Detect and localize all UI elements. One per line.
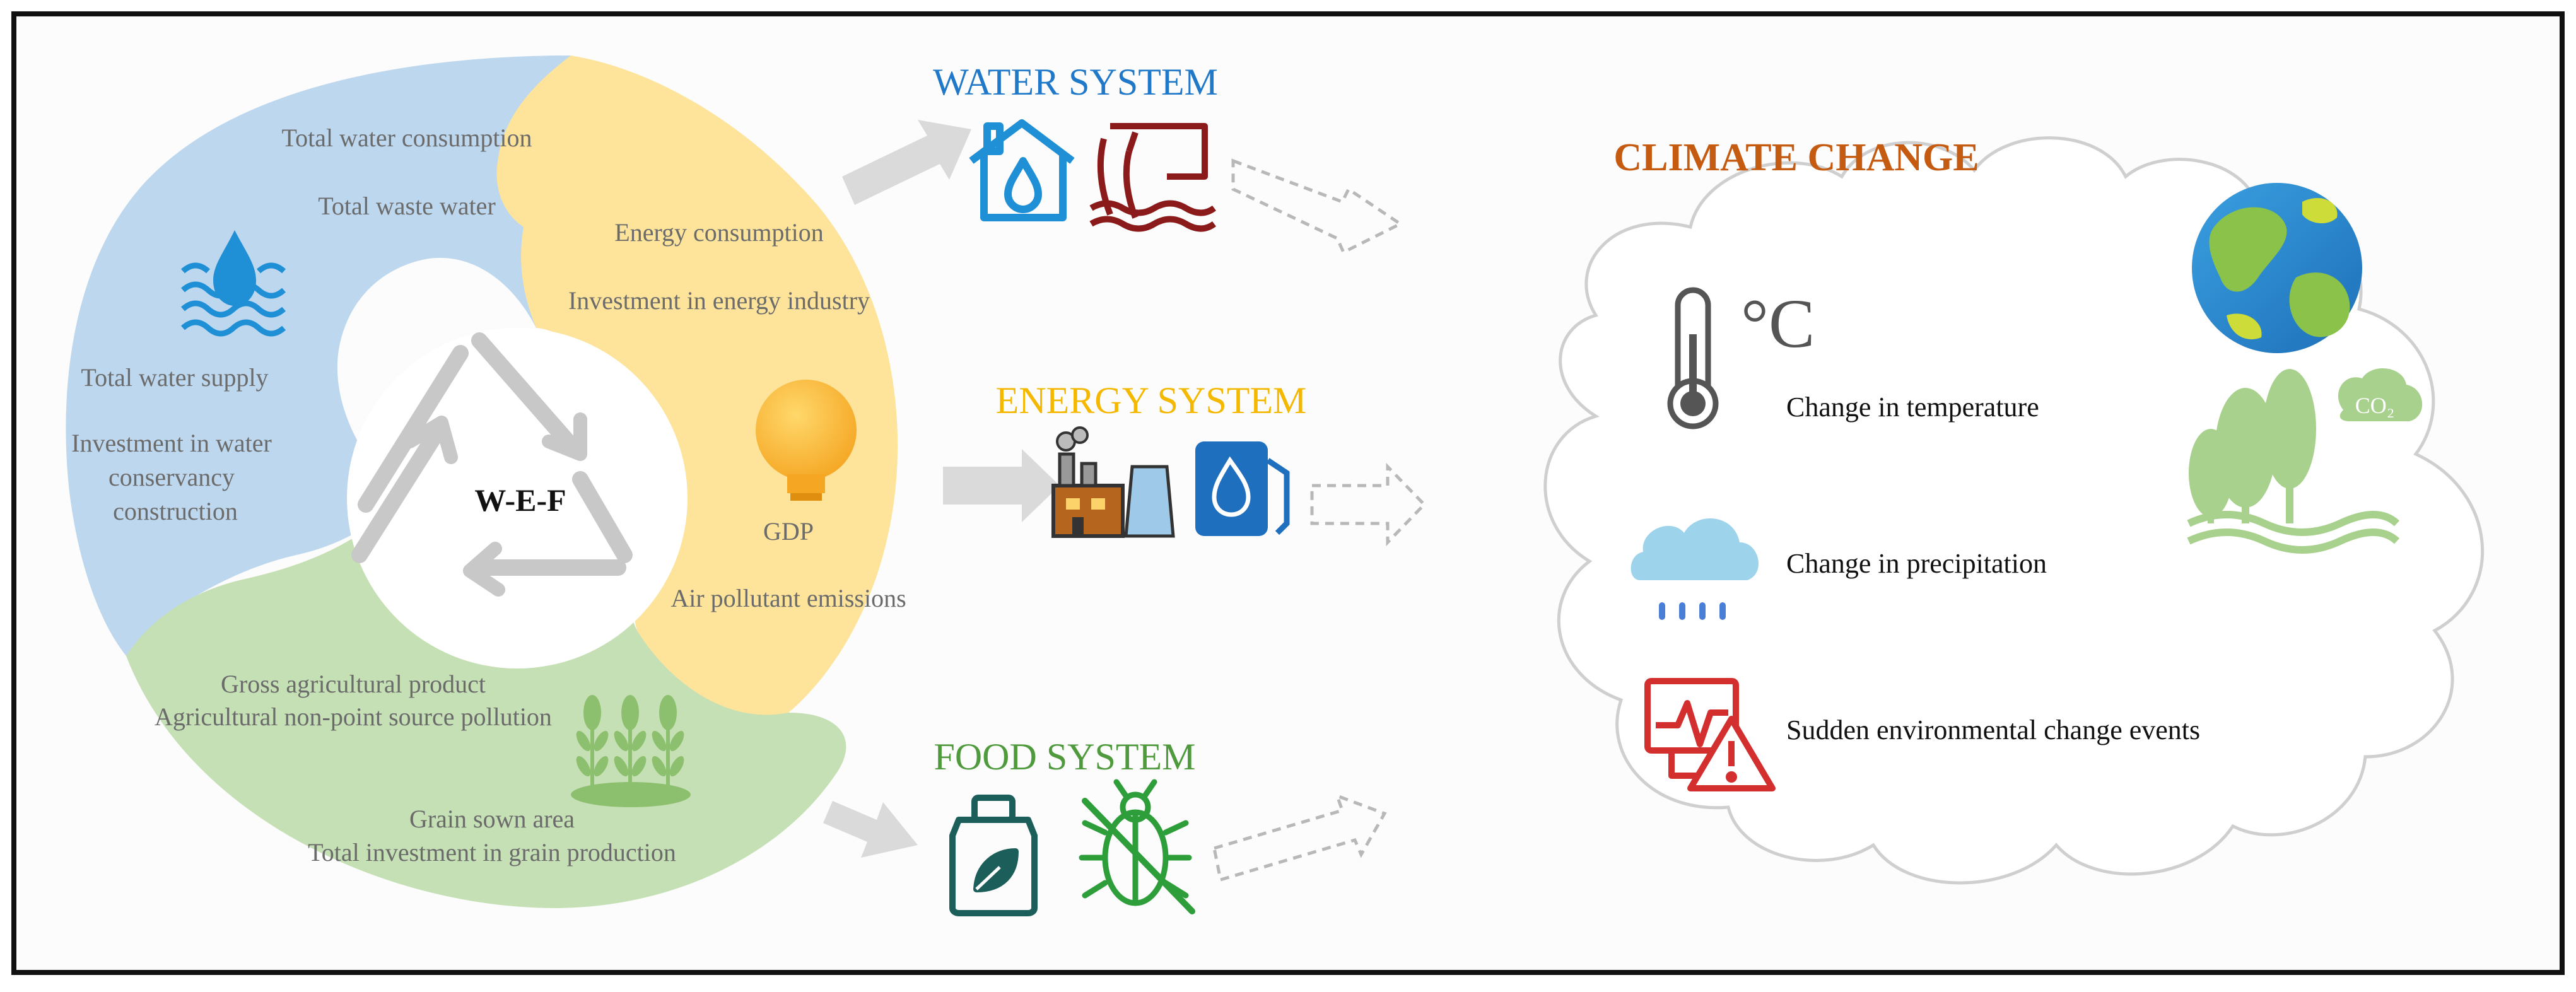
energy-consumption-label: Energy consumption	[614, 218, 823, 247]
jar-leaf-icon	[949, 795, 1038, 916]
house-water-icon	[969, 119, 1075, 221]
grain-area-label: Grain sown area	[409, 805, 575, 833]
outlined-arrows	[1212, 158, 1427, 882]
food-system-title: FOOD SYSTEM	[934, 736, 1195, 778]
thermometer-icon: °C	[1667, 285, 1815, 429]
total-waste-water-label: Total waste water	[318, 192, 496, 220]
climate-change-title: CLIMATE CHANGE	[1613, 136, 1979, 179]
agri-pollution-label: Agricultural non-point source pollution	[155, 703, 552, 731]
wastewater-pipe-icon	[1089, 123, 1216, 232]
co2-label: CO₂	[2355, 393, 2395, 418]
recycle-icon	[351, 332, 633, 597]
gas-station-icon	[1195, 441, 1290, 536]
precipitation-label: Change in precipitation	[1786, 548, 2047, 579]
air-pollutant-label: Air pollutant emissions	[670, 584, 906, 612]
wheat-crop-icon	[571, 695, 691, 807]
total-water-supply-label: Total water supply	[81, 363, 268, 392]
earth-globe-icon	[2192, 183, 2362, 353]
arrow-to-energy	[943, 449, 1060, 522]
energy-investment-label: Investment in energy industry	[568, 286, 870, 315]
energy-to-climate-arrow	[1310, 462, 1427, 547]
water-drop-icon	[180, 230, 286, 337]
gdp-label: GDP	[763, 517, 814, 546]
water-system-title: WATER SYSTEM	[933, 61, 1218, 103]
gross-agri-label: Gross agricultural product	[221, 670, 486, 698]
energy-region	[496, 55, 898, 720]
arrow-to-water	[842, 120, 971, 205]
no-pests-icon	[1079, 779, 1195, 914]
food-to-climate-arrow	[1212, 793, 1387, 882]
power-plant-icon	[1051, 426, 1175, 538]
water-to-climate-arrow	[1231, 158, 1403, 255]
temperature-label: Change in temperature	[1786, 392, 2039, 423]
total-water-consumption-label: Total water consumption	[281, 124, 532, 152]
grain-investment-label: Total investment in grain production	[308, 838, 676, 867]
water-investment-line3: construction	[113, 497, 238, 525]
celsius-symbol: °C	[1741, 285, 1815, 362]
food-region	[126, 498, 846, 908]
water-region	[66, 55, 571, 656]
forest-co2-icon: CO₂	[2187, 368, 2423, 554]
water-investment-line1: Investment in water	[71, 429, 272, 457]
light-bulb-icon	[756, 380, 857, 501]
sudden-events-label: Sudden environmental change events	[1786, 715, 2200, 745]
energy-system-title: ENERGY SYSTEM	[996, 380, 1307, 421]
wef-center-label: W-E-F	[474, 482, 566, 518]
arrow-to-food	[823, 801, 918, 858]
water-investment-line2: conservancy	[108, 463, 235, 491]
warning-monitor-icon	[1644, 678, 1776, 791]
rain-cloud-icon	[1630, 518, 1759, 620]
solid-arrows	[823, 120, 1060, 858]
